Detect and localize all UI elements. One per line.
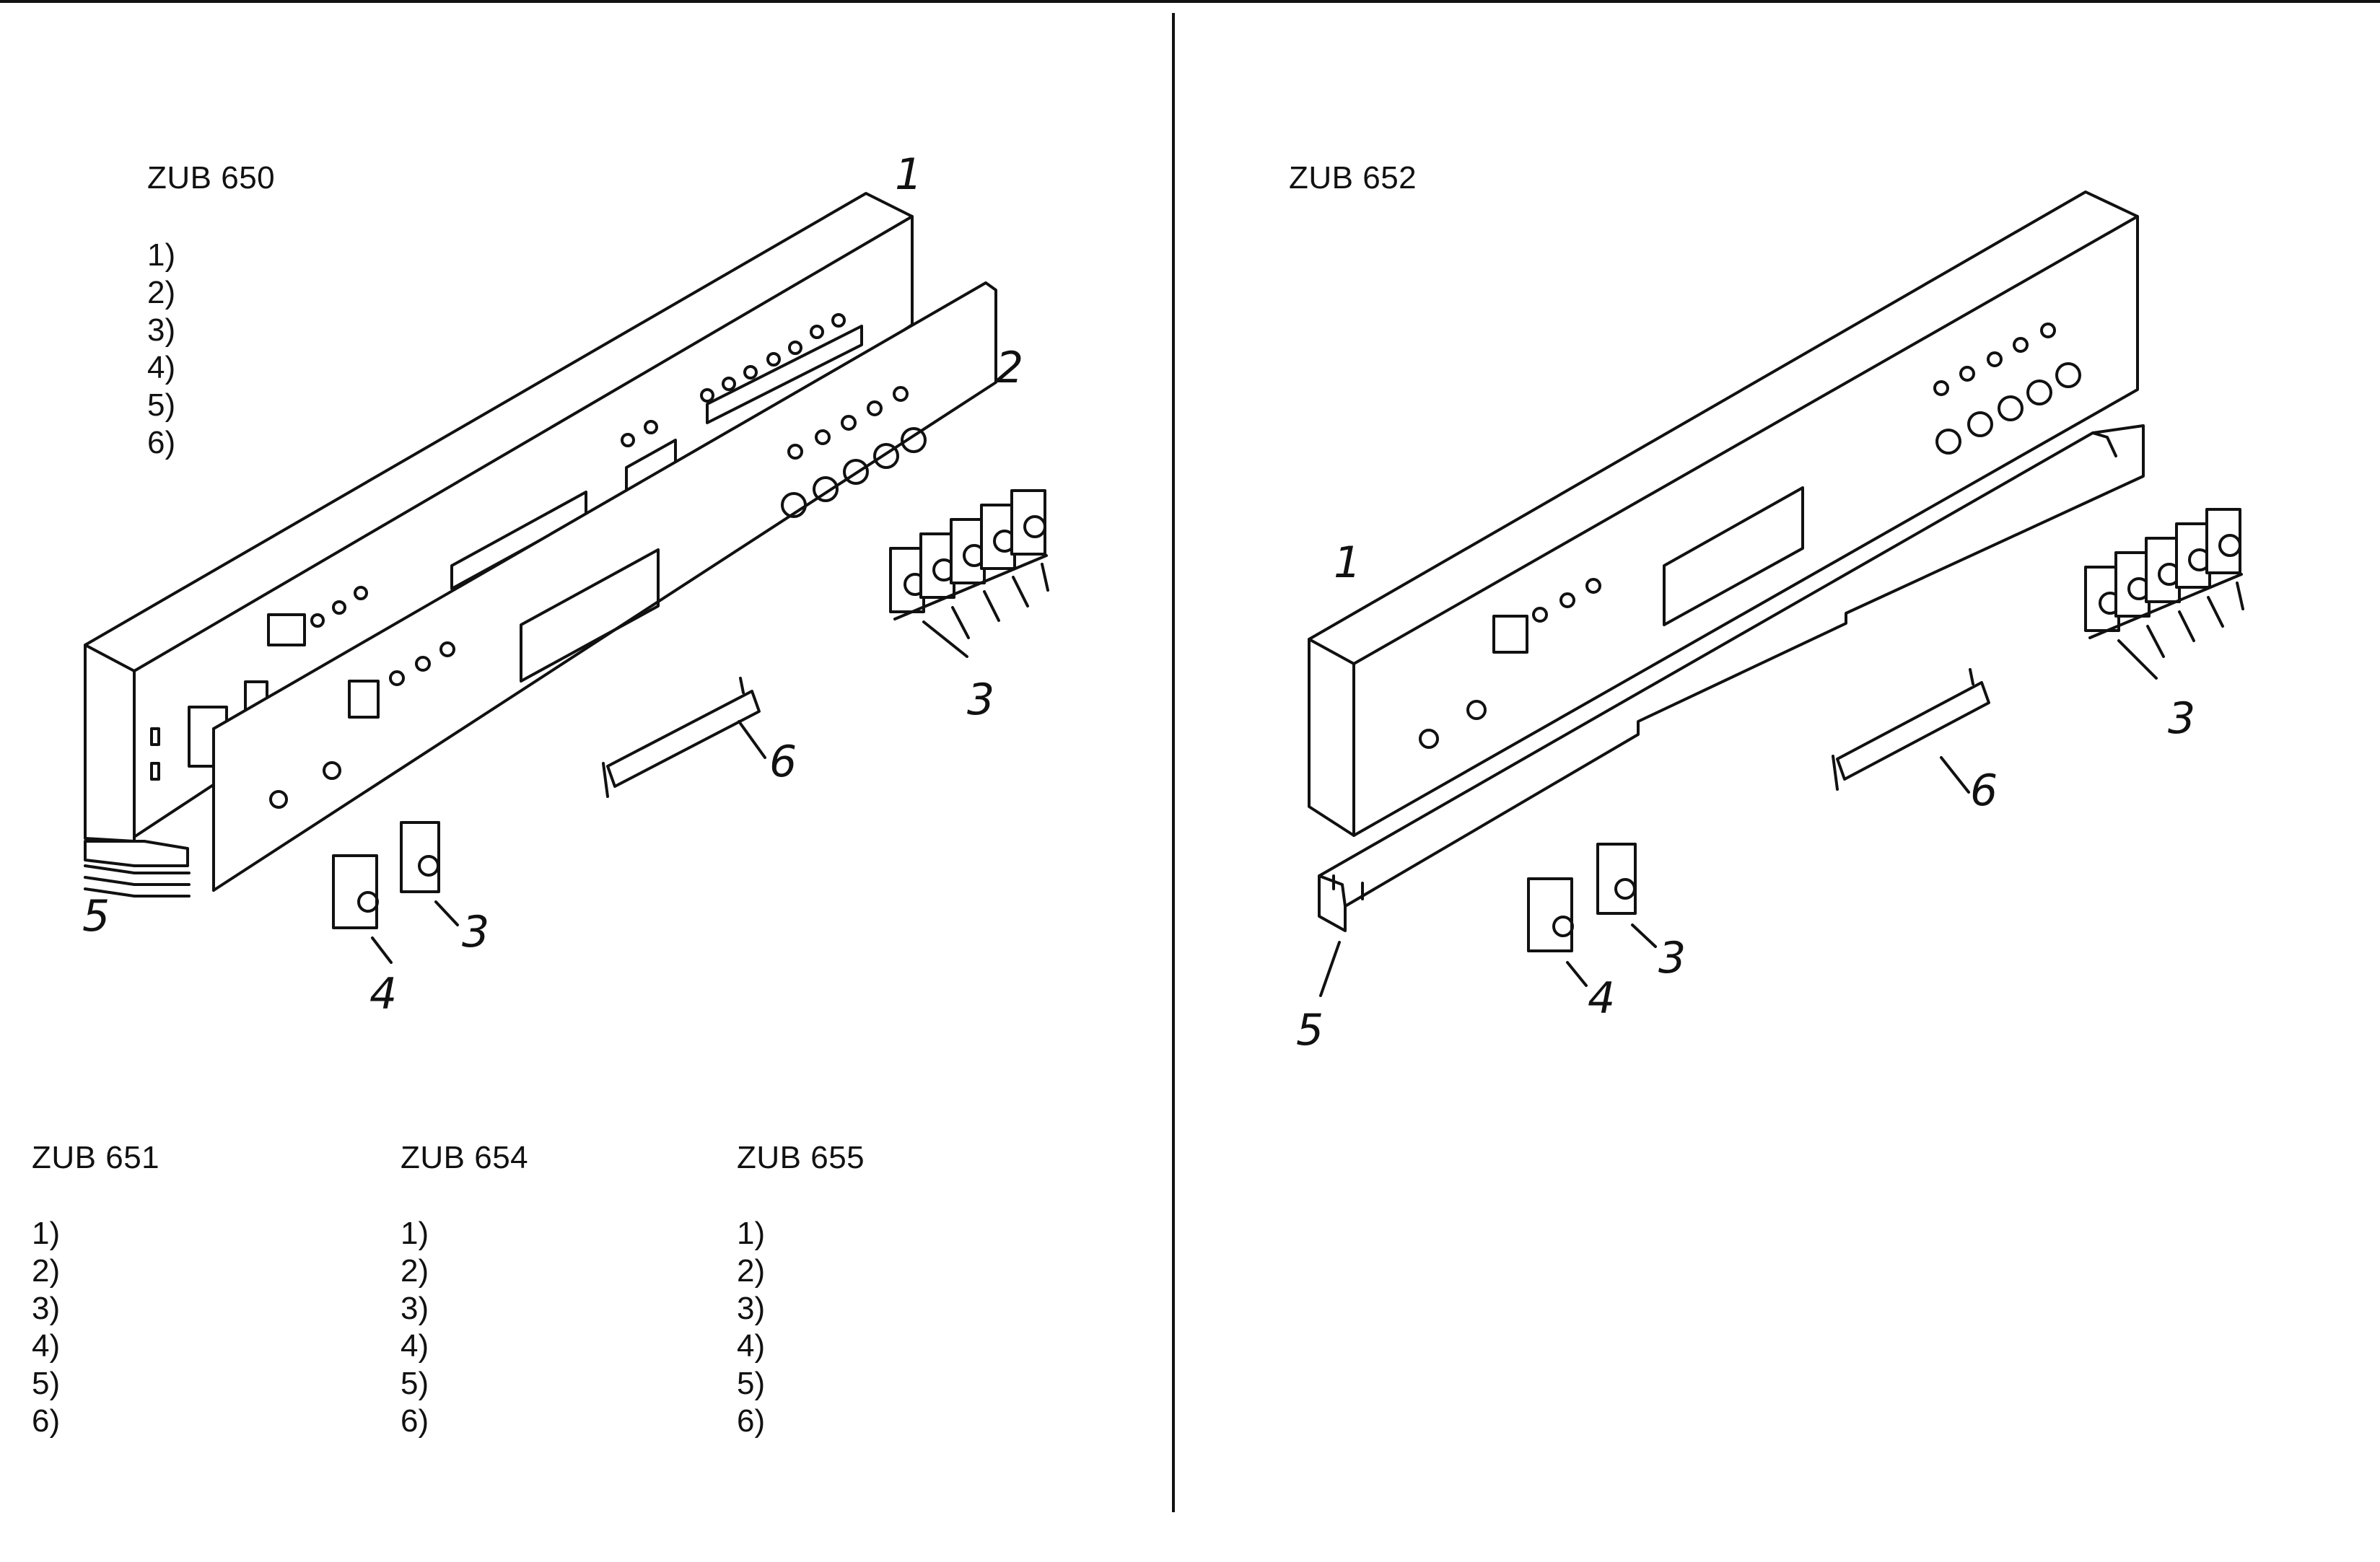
list-item: 1) — [147, 237, 176, 273]
switch-module-row — [889, 489, 1049, 658]
zub-651-title: ZUB 651 — [32, 1140, 160, 1175]
callout-5: 5 — [1296, 1005, 1324, 1056]
single-switch-4 — [1527, 877, 1588, 987]
callout-3-row: 3 — [2168, 693, 2195, 744]
list-item: 5) — [737, 1366, 766, 1401]
list-item: 1) — [737, 1216, 766, 1251]
zub-654-title: ZUB 654 — [401, 1140, 529, 1175]
list-item: 1) — [32, 1216, 61, 1251]
list-item: 6) — [32, 1403, 61, 1439]
list-item: 6) — [737, 1403, 766, 1439]
control-panel-housing — [84, 192, 914, 843]
list-item: 3) — [737, 1291, 766, 1326]
mounting-strip-stack — [84, 840, 191, 898]
callout-6: 6 — [1970, 765, 1998, 816]
list-item: 1) — [401, 1216, 429, 1251]
bracket — [602, 677, 766, 798]
callout-3-single: 3 — [1658, 933, 1686, 983]
list-item: 6) — [147, 425, 176, 460]
callout-3-row: 3 — [967, 675, 994, 725]
zub-650-title: ZUB 650 — [147, 160, 276, 196]
list-item: 5) — [401, 1366, 429, 1401]
callout-3-single: 3 — [462, 907, 489, 957]
single-switch-3 — [400, 821, 459, 926]
list-item: 5) — [147, 387, 176, 423]
zub-650-parts-list: 1) 2) 3) 4) 5) 6) — [147, 237, 175, 462]
zub-655-title: ZUB 655 — [737, 1140, 865, 1175]
callout-1: 1 — [895, 149, 922, 200]
list-item: 4) — [32, 1328, 61, 1364]
list-item: 2) — [401, 1253, 429, 1289]
callout-4: 4 — [1588, 973, 1615, 1024]
callout-2: 2 — [996, 343, 1023, 393]
zub-650-diagram: 1 2 3 3 4 5 6 — [82, 149, 1049, 1019]
callout-1: 1 — [1334, 538, 1361, 588]
list-item: 3) — [147, 312, 176, 348]
list-item: 2) — [737, 1253, 766, 1289]
control-panel-housing — [1308, 190, 2139, 837]
bracket — [1832, 668, 1990, 794]
fascia-panel — [212, 281, 997, 892]
zub-652-diagram: 1 3 3 4 5 6 — [1296, 190, 2244, 1056]
mounting-strip — [1318, 424, 2145, 997]
list-item: 4) — [737, 1328, 766, 1364]
callout-4: 4 — [369, 969, 397, 1019]
callout-6: 6 — [769, 737, 797, 787]
list-item: 5) — [32, 1366, 61, 1401]
list-item: 2) — [147, 275, 176, 310]
zub-654-parts-list: 1) 2) 3) 4) 5) 6) — [401, 1215, 429, 1440]
list-item: 4) — [147, 350, 176, 385]
zub-652-title: ZUB 652 — [1289, 160, 1417, 196]
list-item: 4) — [401, 1328, 429, 1364]
center-divider — [1172, 13, 1175, 1512]
list-item: 6) — [401, 1403, 429, 1439]
zub-651-parts-list: 1) 2) 3) 4) 5) 6) — [32, 1215, 60, 1440]
top-rule — [0, 0, 2380, 3]
switch-module-row — [2084, 508, 2244, 680]
callout-5: 5 — [82, 891, 110, 942]
zub-655-parts-list: 1) 2) 3) 4) 5) 6) — [737, 1215, 765, 1440]
list-item: 3) — [32, 1291, 61, 1326]
list-item: 2) — [32, 1253, 61, 1289]
list-item: 3) — [401, 1291, 429, 1326]
single-switch-4 — [332, 854, 393, 964]
single-switch-3 — [1596, 843, 1657, 948]
